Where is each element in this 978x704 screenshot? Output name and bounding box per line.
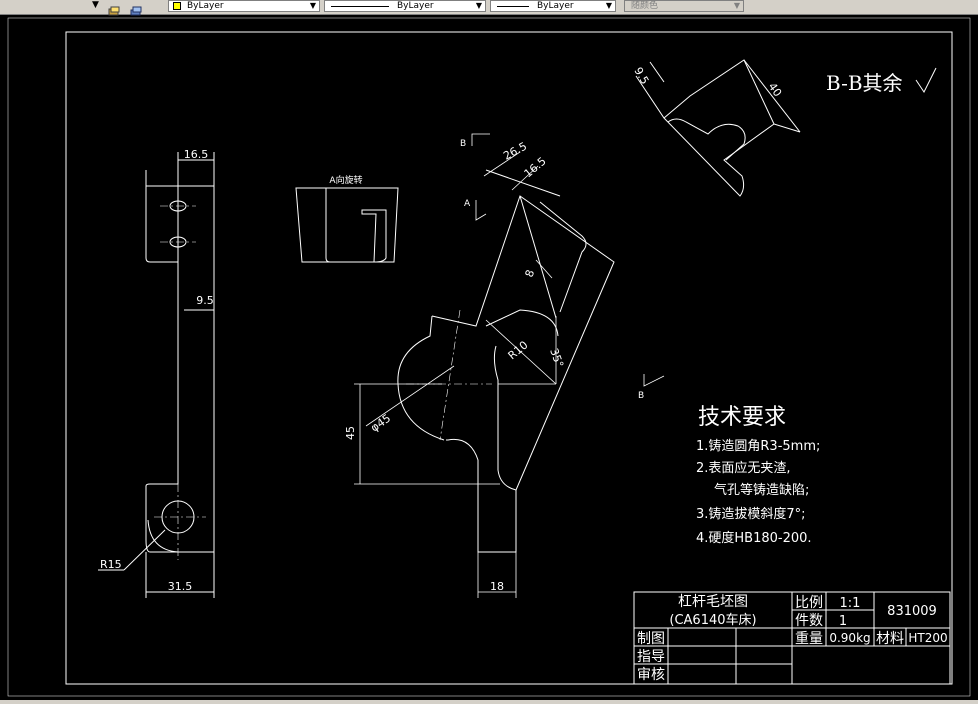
- chevron-down-icon[interactable]: ▼: [605, 1, 613, 10]
- layer-previous-icon[interactable]: [130, 1, 142, 16]
- section-marker-b-top: B: [460, 139, 466, 149]
- linetype-control-value: ByLayer: [397, 1, 434, 11]
- view-a-label: A向旋转: [329, 174, 362, 186]
- tech-item-1: 1.铸造圆角R3-5mm;: [696, 438, 820, 454]
- scale-value: 1:1: [840, 596, 861, 611]
- weight-value: 0.90kg: [829, 631, 870, 645]
- dim-16-5-left: 16.5: [184, 148, 209, 161]
- chevron-down-icon: ▼: [733, 1, 741, 10]
- plotstyle-control[interactable]: 随颜色 ▼: [624, 0, 744, 12]
- properties-toolbar: ▼ ByLayer ▼ ByLayer ▼ ByLayer ▼ 随颜色 ▼: [0, 0, 978, 16]
- left-view: [98, 152, 215, 598]
- dim-phi45: φ45: [368, 412, 393, 435]
- view-a-rotated: [295, 187, 399, 263]
- drawing-border: [65, 31, 953, 685]
- dim-18: 18: [490, 580, 504, 593]
- title-machine: (CA6140车床): [669, 612, 756, 628]
- layer-dropdown-arrow[interactable]: ▼: [92, 0, 99, 10]
- scale-label: 比例: [795, 595, 823, 611]
- dim-9-5-top: 9.5: [631, 65, 651, 87]
- section-b-b: [635, 59, 801, 197]
- surface-roughness-icon: [915, 67, 937, 93]
- drawing-canvas[interactable]: 16.5 9.5 R15 31.5 A向旋转: [0, 14, 978, 700]
- chevron-down-icon[interactable]: ▼: [475, 1, 483, 10]
- main-view-dimensions: [354, 133, 665, 598]
- layer-states-icon[interactable]: [108, 1, 120, 16]
- lineweight-control[interactable]: ByLayer ▼: [490, 0, 616, 12]
- lineweight-preview: [497, 6, 529, 7]
- view-marker-a: A: [464, 199, 471, 209]
- tech-item-2b: 气孔等铸造缺陷;: [714, 482, 809, 498]
- chevron-down-icon[interactable]: ▼: [309, 1, 317, 10]
- tech-title: 技术要求: [698, 405, 786, 430]
- drawing-number: 831009: [887, 604, 937, 619]
- dim-45: 45: [344, 426, 357, 440]
- color-control[interactable]: ByLayer ▼: [168, 0, 320, 12]
- material-label: 材料: [876, 631, 904, 647]
- count-value: 1: [839, 614, 847, 629]
- dim-31-5: 31.5: [168, 580, 193, 593]
- plotstyle-control-value: 随颜色: [631, 1, 659, 11]
- title-part-name: 杠杆毛坯图: [678, 594, 748, 610]
- dim-35-deg: 35°: [547, 347, 566, 370]
- weight-label: 重量: [795, 631, 823, 647]
- dim-26-5: 26.5: [501, 140, 529, 163]
- linetype-preview: [331, 6, 389, 7]
- lineweight-control-value: ByLayer: [537, 1, 574, 11]
- sheet-border: [7, 17, 971, 697]
- color-swatch: [173, 2, 181, 10]
- linetype-control[interactable]: ByLayer ▼: [324, 0, 486, 12]
- review-label: 审核: [637, 667, 665, 683]
- dim-40: 40: [766, 80, 785, 99]
- dim-9-5-left: 9.5: [196, 294, 214, 307]
- color-control-value: ByLayer: [187, 1, 224, 11]
- guide-label: 指导: [637, 649, 665, 665]
- drawn-by-label: 制图: [637, 631, 665, 647]
- dim-16-5-top: 16.5: [522, 155, 549, 181]
- tech-item-2: 2.表面应无夹渣,: [696, 460, 791, 476]
- section-label: B-B其余: [826, 71, 903, 95]
- material-value: HT200: [908, 631, 947, 645]
- dim-r15: R15: [100, 558, 122, 571]
- tech-item-4: 4.硬度HB180-200.: [696, 530, 812, 546]
- dim-8: 8: [523, 268, 538, 279]
- main-view-centerlines: [406, 309, 492, 441]
- count-label: 件数: [795, 613, 823, 629]
- dim-r10: R10: [506, 338, 531, 362]
- left-view-centerlines: [154, 180, 206, 560]
- section-marker-b-bottom: B: [638, 391, 644, 401]
- main-view: [397, 169, 615, 553]
- title-block: [633, 591, 951, 685]
- status-bar: [0, 700, 978, 704]
- tech-item-3: 3.铸造拔模斜度7°;: [696, 506, 806, 522]
